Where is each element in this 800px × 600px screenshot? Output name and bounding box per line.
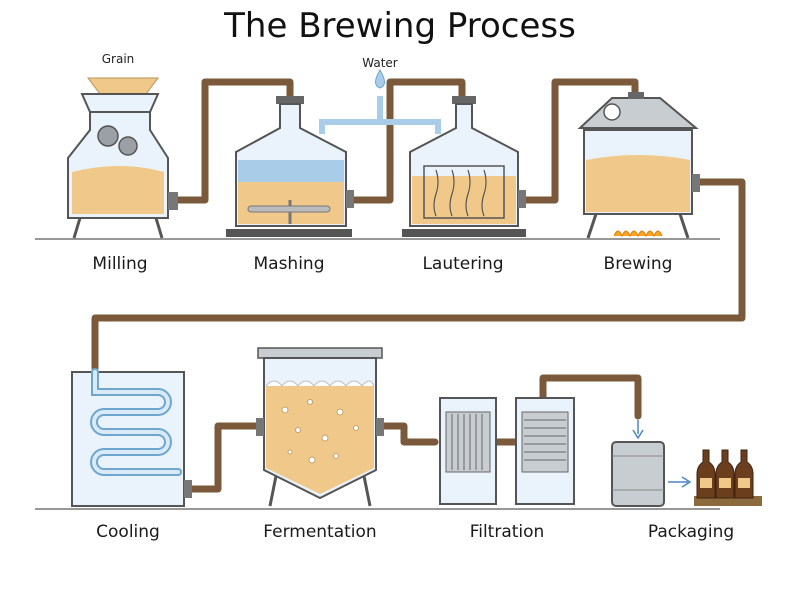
bubbles xyxy=(281,399,359,464)
packaging xyxy=(611,420,762,507)
pipes xyxy=(91,78,746,493)
grain-label: Grain xyxy=(101,52,135,66)
pipe-fermentation-filtration xyxy=(374,422,439,446)
rake xyxy=(423,165,505,219)
mixer-paddle xyxy=(247,205,331,213)
lauter-tun xyxy=(402,96,526,237)
milling-machine xyxy=(67,77,178,239)
gear-icon xyxy=(97,125,119,147)
brew-kettle xyxy=(577,92,700,239)
step-label-packaging: Packaging xyxy=(647,522,735,542)
flame-icon xyxy=(613,230,663,238)
pipe-mashing-lautering xyxy=(348,78,466,204)
pipe-lautering-brewing xyxy=(519,78,639,204)
step-label-lautering: Lautering xyxy=(422,254,504,274)
step-label-cooling: Cooling xyxy=(96,522,160,542)
tun-cap xyxy=(276,96,304,104)
gauge-icon xyxy=(603,103,621,121)
bottle-icon xyxy=(696,449,754,499)
keg xyxy=(611,441,665,507)
step-label-brewing: Brewing xyxy=(603,254,673,274)
gear-icon xyxy=(118,136,138,156)
mash-tun xyxy=(226,96,354,237)
page-title: The Brewing Process xyxy=(224,6,576,46)
filter-press xyxy=(439,397,575,505)
pipe-milling-mashing xyxy=(172,78,294,204)
pipe-filtration-packaging xyxy=(539,374,642,420)
water-label: Water xyxy=(362,56,398,70)
step-label-filtration: Filtration xyxy=(469,522,545,542)
crate xyxy=(694,496,762,506)
water-drop-icon xyxy=(375,69,385,89)
water-pipe xyxy=(319,96,441,134)
grain-pile xyxy=(87,77,159,95)
mash-water xyxy=(238,160,344,182)
arrow-down-icon xyxy=(632,429,644,440)
foam xyxy=(265,380,375,387)
pipe-brewing-cooling xyxy=(91,178,746,372)
step-label-milling: Milling xyxy=(92,254,148,274)
kettle-lid xyxy=(577,97,699,129)
hopper xyxy=(80,93,160,113)
step-label-fermentation: Fermentation xyxy=(263,522,377,542)
tun-base xyxy=(226,229,352,237)
arrow-right-icon xyxy=(681,476,692,488)
milled-grain xyxy=(72,166,164,214)
step-label-mashing: Mashing xyxy=(253,254,325,274)
outlet-valve xyxy=(168,192,178,210)
pipe-cooling-fermentation xyxy=(184,422,266,493)
fermenter xyxy=(256,347,384,507)
cooler xyxy=(71,368,192,507)
